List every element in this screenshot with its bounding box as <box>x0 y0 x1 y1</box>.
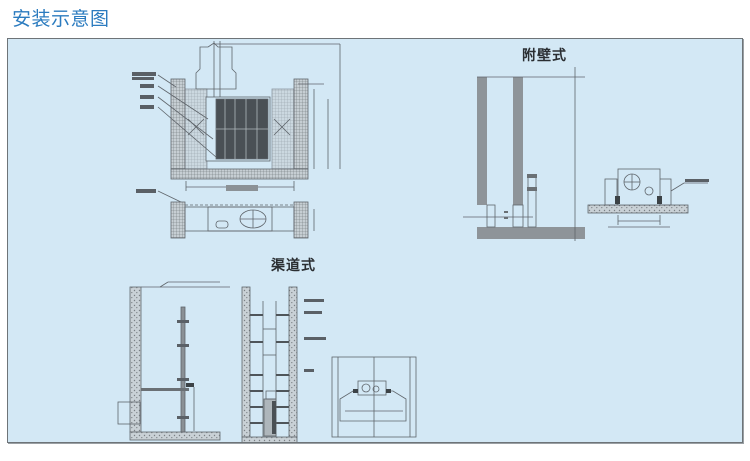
channel-labels <box>304 299 326 372</box>
channel-front-view <box>241 286 298 442</box>
diagram-panel: 附壁式 渠道式 <box>7 38 743 443</box>
plan-view-labels <box>132 72 156 193</box>
channel-side-view <box>117 281 230 441</box>
wall-mounted-labels <box>685 179 709 182</box>
plan-section-view <box>170 201 315 239</box>
page-title: 安装示意图 <box>12 8 110 30</box>
plan-view <box>157 41 341 204</box>
installation-drawing <box>117 41 709 442</box>
section-title-wall-mounted: 附壁式 <box>522 48 567 64</box>
wall-mounted-side-view <box>463 67 585 241</box>
section-title-channel: 渠道式 <box>271 258 316 274</box>
wall-mounted-plan-view <box>587 168 708 228</box>
channel-plan-view <box>331 356 417 438</box>
